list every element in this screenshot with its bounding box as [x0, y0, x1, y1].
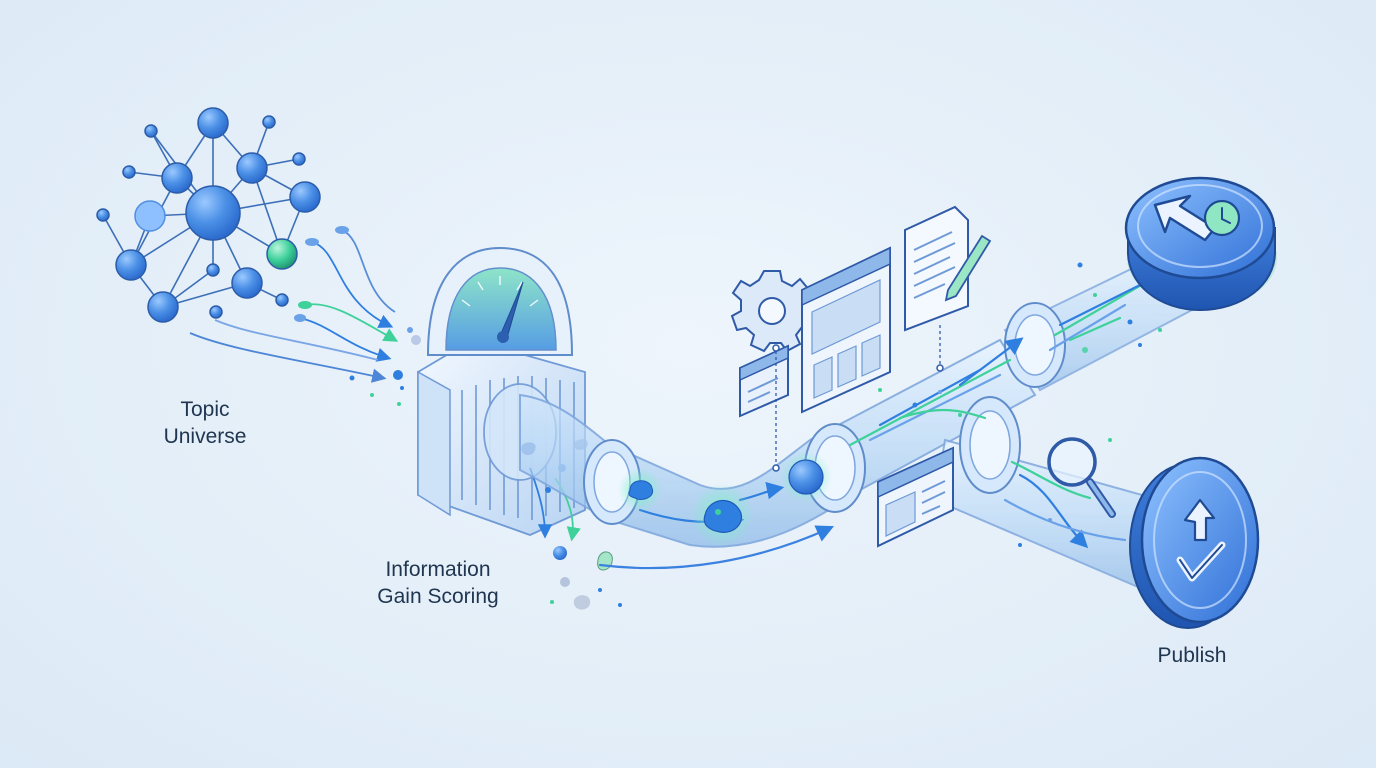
information-gain-line-2: Gain Scoring	[377, 585, 499, 608]
cursor-clock-icon	[1124, 176, 1277, 312]
network-nodes	[96, 107, 321, 323]
topic-universe-line-1: Topic	[180, 398, 230, 421]
incoming-streams	[189, 229, 399, 383]
small-window-icon	[739, 344, 789, 418]
gear-icon	[730, 270, 816, 353]
publish-label: Publish	[1132, 642, 1252, 669]
publish-text: Publish	[1157, 644, 1227, 667]
connectors	[775, 325, 941, 462]
publish-check-icon	[1129, 456, 1260, 629]
sparkles	[878, 262, 1162, 547]
browser-window-icon	[801, 246, 891, 414]
information-gain-label: Information Gain Scoring	[352, 556, 524, 610]
window-card-icon	[877, 446, 954, 548]
magnifier-icon	[1047, 437, 1116, 518]
document-edit-icon	[904, 205, 992, 332]
information-gain-line-1: Information	[385, 558, 491, 581]
topic-universe-label: Topic Universe	[140, 396, 270, 450]
topic-universe-line-2: Universe	[163, 425, 247, 448]
data-blobs	[618, 451, 832, 547]
